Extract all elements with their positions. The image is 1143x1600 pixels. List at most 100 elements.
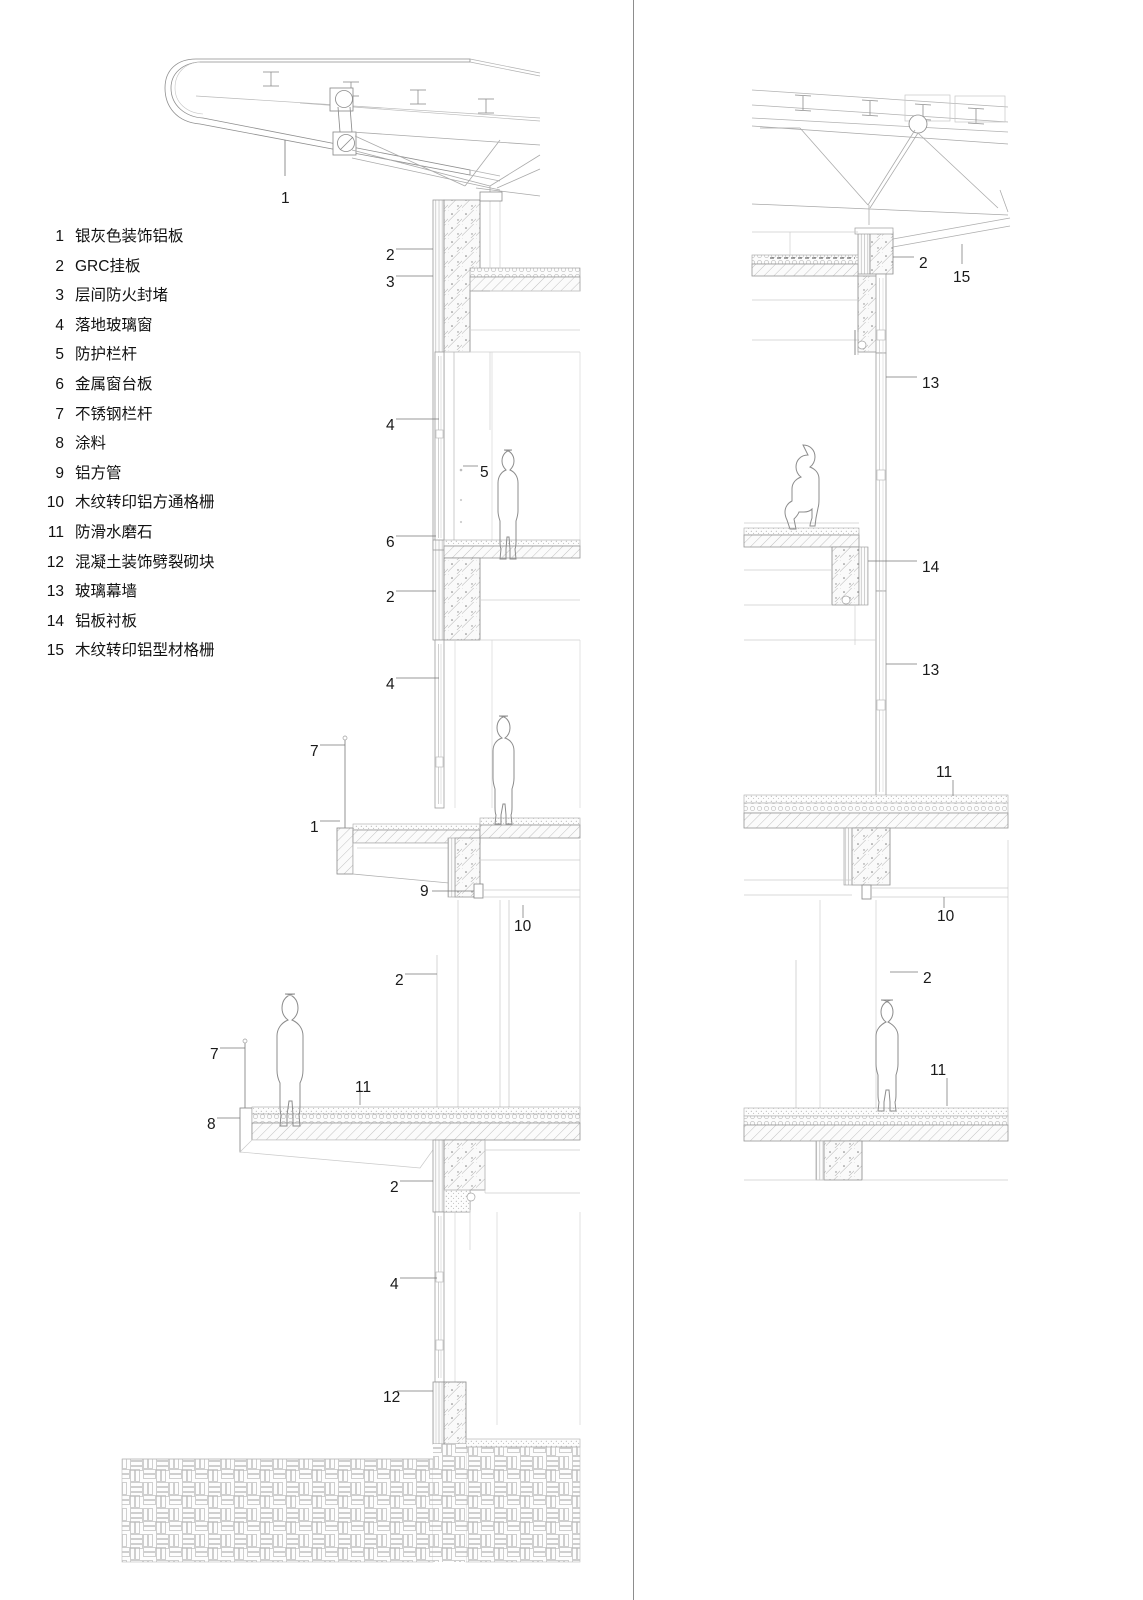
legend-item-label: 银灰色装饰铝板	[75, 228, 184, 245]
timber-grain-grille-zone	[457, 840, 581, 1110]
truss-node-right	[908, 114, 928, 134]
floor-slab-right-lower	[743, 812, 1009, 829]
crouching-person	[784, 444, 820, 530]
standing-person-upper	[497, 449, 519, 560]
legend-item: 15 木纹转印铝型材格栅	[38, 636, 338, 666]
truss-hanger	[329, 87, 357, 156]
legend-item: 8 涂料	[38, 429, 338, 459]
aluminium-square-tube-right	[861, 884, 872, 900]
legend-item-label: 铝板衬板	[75, 612, 138, 630]
legend-item-number: 4	[55, 316, 64, 334]
legend-item-number: 12	[46, 553, 64, 571]
split-face-block-plinth	[432, 1381, 445, 1445]
glass-window-upper	[434, 351, 445, 543]
glass-window-ground	[434, 1211, 445, 1383]
roof-truss	[351, 131, 541, 200]
anchor-bracket	[466, 1192, 476, 1202]
plinth-concrete	[443, 1381, 467, 1445]
grc-panel-lower	[432, 1139, 445, 1213]
canopy-aluminium-fascia	[164, 58, 471, 176]
callout-left-8: 8	[207, 1116, 216, 1133]
legend-item-number: 11	[47, 523, 64, 541]
callout-left-11: 11	[355, 1079, 372, 1096]
parapet-concrete-right	[869, 231, 894, 275]
legend-item: 12 混凝土装饰劈裂砌块	[38, 548, 338, 578]
legend-item-label: 玻璃幕墙	[75, 583, 138, 601]
callout-left-7a: 7	[310, 743, 319, 760]
legend-item-label: 金属窗台板	[75, 375, 153, 393]
right-panel-drawing	[743, 89, 1011, 1181]
curtain-wall-right	[875, 273, 887, 797]
legend-item-label: 落地玻璃窗	[75, 316, 153, 334]
beam-right-bottom	[823, 1140, 863, 1181]
standing-person-middle	[492, 715, 515, 825]
callout-left-10: 10	[514, 918, 532, 935]
callout-left-2c: 2	[395, 972, 404, 989]
terrace-slab	[251, 1122, 581, 1141]
legend-item-number: 5	[55, 346, 64, 364]
callout-left-4c: 4	[390, 1276, 399, 1293]
legend-item-number: 10	[46, 494, 64, 512]
ground-paving-outer	[121, 1458, 434, 1563]
legend-item-number: 14	[46, 612, 64, 630]
ground-paving-inner	[465, 1446, 581, 1563]
right-leader-lines	[868, 244, 963, 1106]
callout-left-4b: 4	[386, 676, 395, 693]
spandrel-beam-upper	[443, 557, 481, 641]
terrazzo-finish-right-bottom	[743, 1107, 1009, 1117]
legend-item-number: 3	[55, 287, 64, 305]
legend-item: 10 木纹转印铝方通格栅	[38, 488, 338, 518]
legend-item-label: 木纹转印铝方通格栅	[75, 494, 215, 512]
scale-figures-right	[784, 444, 899, 1112]
terrazzo-finish	[251, 1106, 581, 1115]
legend-item-label: 层间防火封堵	[75, 287, 169, 305]
legend-item: 9 铝方管	[38, 459, 338, 489]
guardrail-upper	[453, 352, 463, 540]
callout-right-13a: 13	[922, 375, 940, 392]
left-leader-lines	[217, 248, 524, 1392]
legend-item: 13 玻璃幕墙	[38, 577, 338, 607]
legend-item-number: 15	[46, 642, 64, 660]
callout-left-1a: 1	[281, 190, 290, 207]
callout-right-13b: 13	[922, 662, 940, 679]
legend-item-label: GRC挂板	[75, 257, 141, 275]
legend-item-label: 铝方管	[75, 464, 122, 482]
legend-item-label: 涂料	[75, 435, 107, 453]
roof-insulation-layer	[469, 267, 581, 278]
panel-divider	[633, 0, 634, 1600]
aluminium-liner-panel	[858, 546, 869, 606]
legend-item: 7 不锈钢栏杆	[38, 400, 338, 430]
callout-left-2d: 2	[390, 1179, 399, 1196]
callout-right-2a: 2	[919, 255, 928, 272]
legend-item-label: 混凝土装饰劈裂砌块	[75, 553, 215, 571]
legend-item-number: 13	[46, 583, 64, 601]
legend-item-label: 不锈钢栏杆	[75, 405, 153, 423]
timber-grain-grille-right	[892, 217, 1011, 248]
callout-left-2b: 2	[386, 589, 395, 606]
legend-item-label: 木纹转印铝型材格栅	[75, 642, 215, 660]
legend-item-number: 7	[55, 405, 64, 423]
legend-item: 4 落地玻璃窗	[38, 311, 338, 341]
callout-right-15: 15	[953, 269, 971, 286]
callout-left-5: 5	[480, 464, 489, 481]
callout-right-2b: 2	[923, 970, 932, 987]
legend-item-number: 9	[55, 464, 64, 482]
terrace-slab-right	[743, 1124, 1009, 1142]
callout-left-3: 3	[386, 274, 395, 291]
callout-left-7b: 7	[210, 1046, 219, 1063]
callout-left-12: 12	[383, 1389, 401, 1406]
glass-window-middle	[434, 639, 445, 809]
aluminium-square-tube	[473, 883, 484, 899]
legend-item-number: 8	[55, 435, 64, 453]
callout-left-4a: 4	[386, 417, 395, 434]
purlin-i-beams	[263, 71, 494, 114]
standing-person-lower-right	[875, 999, 899, 1112]
